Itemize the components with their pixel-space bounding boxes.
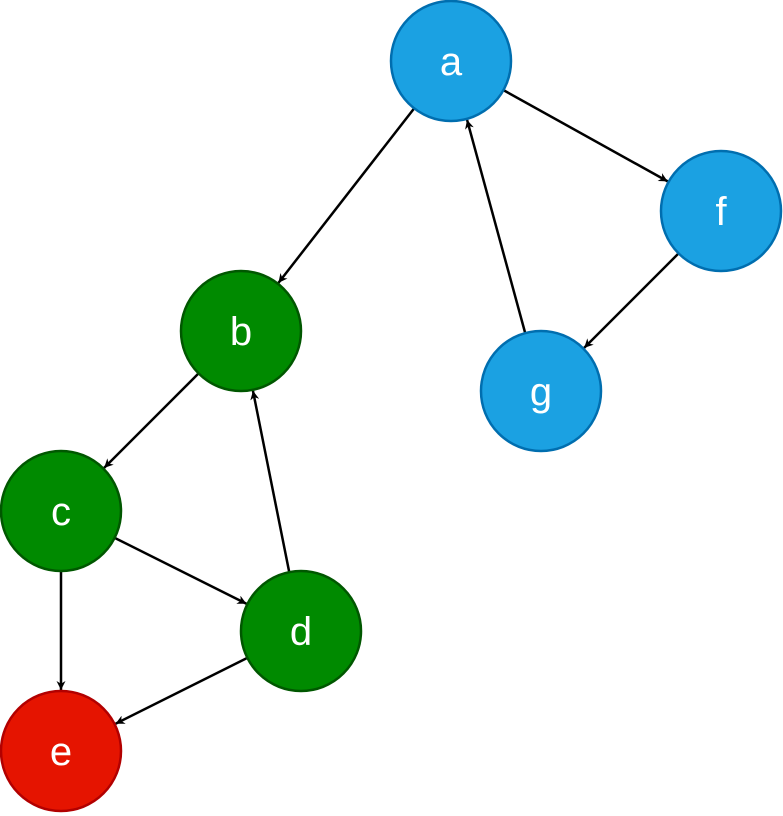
node-circle-a (389, 0, 513, 123)
node-label-a: a (440, 40, 463, 84)
edge-d-to-e (115, 656, 248, 725)
node-a: a (389, 0, 513, 123)
edge-c-to-d (114, 536, 247, 605)
node-label-g: g (530, 370, 552, 414)
node-label-b: b (230, 310, 252, 354)
node-circle-f (659, 149, 783, 273)
node-circle-c (0, 449, 123, 573)
node-c: c (0, 449, 123, 573)
edge-g-to-a (465, 119, 527, 334)
node-circle-g (479, 329, 603, 453)
node-label-c: c (51, 490, 71, 534)
node-e: e (0, 689, 123, 813)
node-g: g (479, 329, 603, 453)
node-circle-d (239, 569, 363, 693)
node-b: b (179, 269, 303, 393)
node-label-e: e (50, 730, 72, 774)
node-label-d: d (290, 610, 312, 654)
node-circle-b (179, 269, 303, 393)
node-f: f (659, 149, 783, 273)
edge-b-to-c (103, 372, 200, 469)
edges-layer (56, 89, 680, 725)
edge-a-to-f (502, 89, 669, 183)
edge-d-to-b (250, 390, 291, 573)
edge-f-to-g (583, 252, 680, 349)
node-d: d (239, 569, 363, 693)
node-circle-e (0, 689, 123, 813)
node-label-f: f (715, 190, 727, 234)
edge-a-to-b (277, 107, 416, 284)
